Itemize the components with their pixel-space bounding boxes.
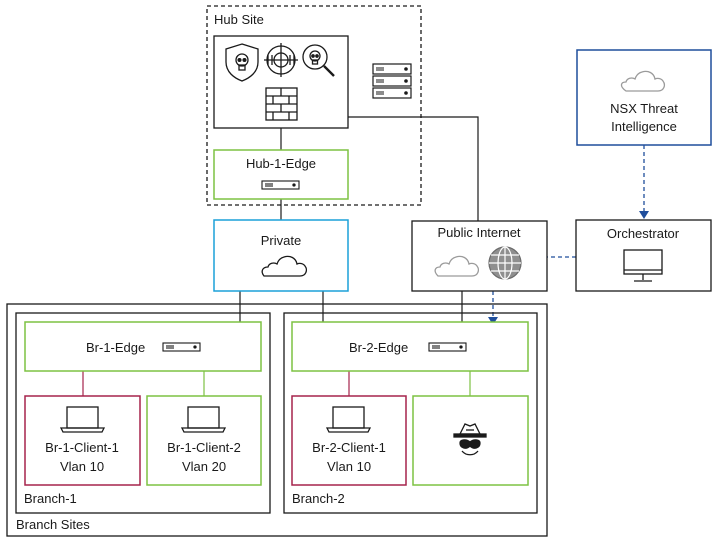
private-label: Private	[261, 233, 301, 248]
br1-edge-label: Br-1-Edge	[86, 340, 145, 355]
hub-site-container	[206, 5, 422, 206]
br2-edge-device-icon	[428, 342, 467, 352]
public-internet-box[interactable]	[411, 220, 548, 292]
hub-site-label: Hub Site	[214, 12, 264, 27]
branch1-container	[15, 312, 271, 514]
monitor-icon	[623, 249, 663, 282]
branch1-label: Branch-1	[24, 491, 77, 506]
br2-edge-box[interactable]	[291, 321, 529, 372]
br1-client1-vlan: Vlan 10	[60, 459, 104, 474]
branch2-container	[283, 312, 538, 514]
threat-intelligence-line1: NSX Threat	[610, 101, 678, 116]
threat-intelligence-line2: Intelligence	[611, 119, 677, 134]
branch-sites-label: Branch Sites	[16, 517, 90, 532]
br1-edge-device-icon	[162, 342, 201, 352]
br2-client1-laptop-icon	[325, 406, 372, 433]
public-internet-label: Public Internet	[437, 225, 520, 240]
hub-edge-device-icon	[261, 180, 300, 190]
branch2-label: Branch-2	[292, 491, 345, 506]
br1-client2-laptop-icon	[180, 406, 227, 433]
br2-client1-vlan: Vlan 10	[327, 459, 371, 474]
br1-client1-box[interactable]	[24, 395, 141, 486]
br1-edge-box[interactable]	[24, 321, 262, 372]
hub-box-to-public-internet-line	[348, 116, 479, 221]
intel-arrow-head	[639, 211, 649, 219]
server-stack-icon	[372, 63, 412, 99]
threat-intelligence-box[interactable]	[576, 49, 712, 146]
br1-client1-name: Br-1-Client-1	[45, 440, 119, 455]
private-network-box[interactable]	[213, 219, 349, 292]
br2-client1-name: Br-2-Client-1	[312, 440, 386, 455]
br1-client2-box[interactable]	[146, 395, 262, 486]
magnifier-skull-icon	[302, 44, 335, 77]
connections	[82, 116, 479, 396]
hacker-spy-icon	[453, 423, 487, 456]
firewall-icon	[265, 87, 298, 121]
br1-client1-laptop-icon	[59, 406, 106, 433]
br2-client1-box[interactable]	[291, 395, 407, 486]
internet-cloud-icon	[434, 255, 479, 277]
br2-arrow-head	[488, 317, 498, 325]
br2-edge-label: Br-2-Edge	[349, 340, 408, 355]
br1-client2-name: Br-1-Client-2	[167, 440, 241, 455]
br2-threat-box[interactable]	[412, 395, 529, 486]
globe-icon	[488, 246, 522, 280]
branch-sites-container	[6, 303, 548, 537]
br1-client2-vlan: Vlan 20	[182, 459, 226, 474]
shield-skull-icon	[225, 43, 259, 82]
crosshair-icon	[264, 43, 298, 77]
private-cloud-icon	[261, 255, 307, 277]
hub-edge-box[interactable]	[213, 149, 349, 200]
hub-edge-label: Hub-1-Edge	[246, 156, 316, 171]
intel-cloud-icon	[620, 70, 665, 92]
orchestrator-label: Orchestrator	[607, 226, 680, 241]
